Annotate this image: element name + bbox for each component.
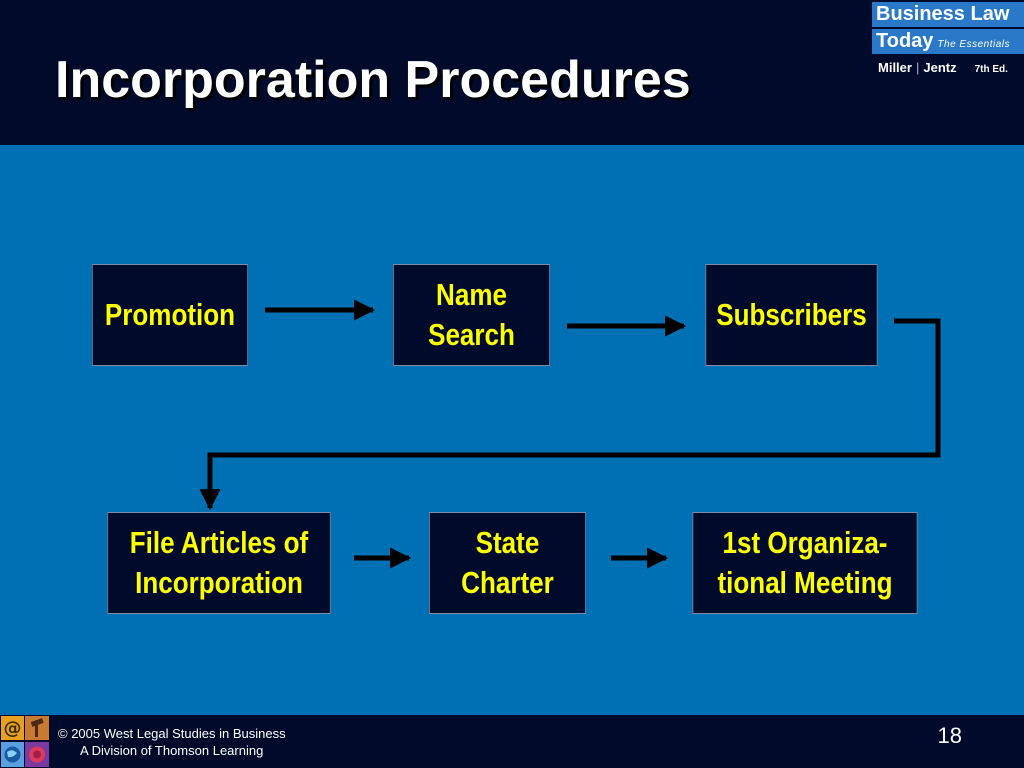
logo-line-1: Business Law	[872, 2, 1024, 27]
slide-header: Incorporation Procedures Business Law To…	[0, 0, 1024, 145]
step-state-charter: State Charter	[428, 512, 587, 614]
step-promotion: Promotion	[91, 264, 249, 366]
flowchart-arrows	[199, 299, 941, 569]
logo-authors: Miller|Jentz 7th Ed.	[878, 60, 1008, 75]
step-file-articles: File Articles of Incorporation	[107, 512, 331, 614]
slide-title: Incorporation Procedures	[55, 51, 691, 109]
logo-author-separator: |	[915, 60, 920, 75]
copyright-notice: © 2005 West Legal Studies in Business A …	[58, 725, 286, 759]
logo-today: Today	[876, 30, 934, 52]
svg-text:@: @	[4, 718, 22, 739]
page-number: 18	[937, 723, 962, 748]
step-name-search: Name Search	[392, 264, 551, 366]
step-subscribers: Subscribers	[705, 264, 878, 366]
at-sign-icon	[1, 716, 24, 740]
logo-tagline: The Essentials	[937, 39, 1011, 50]
logo-edition: 7th Ed.	[974, 64, 1008, 75]
arrow-subscribers-to-file-articles	[199, 318, 941, 511]
slide-body: Promotion Name Search Subscribers File A…	[0, 145, 1024, 715]
slide-footer: @ © 2005 West Legal Studies in Business …	[0, 715, 1024, 768]
step-organizational-meeting: 1st Organiza- tional Meeting	[692, 512, 918, 614]
copyright-line: © 2005 West Legal Studies in Business	[58, 726, 286, 741]
publisher-icons: @	[1, 716, 49, 767]
logo-author-jentz: Jentz	[923, 60, 957, 75]
division-line: A Division of Thomson Learning	[80, 743, 264, 758]
logo-author-miller: Miller	[878, 60, 912, 75]
